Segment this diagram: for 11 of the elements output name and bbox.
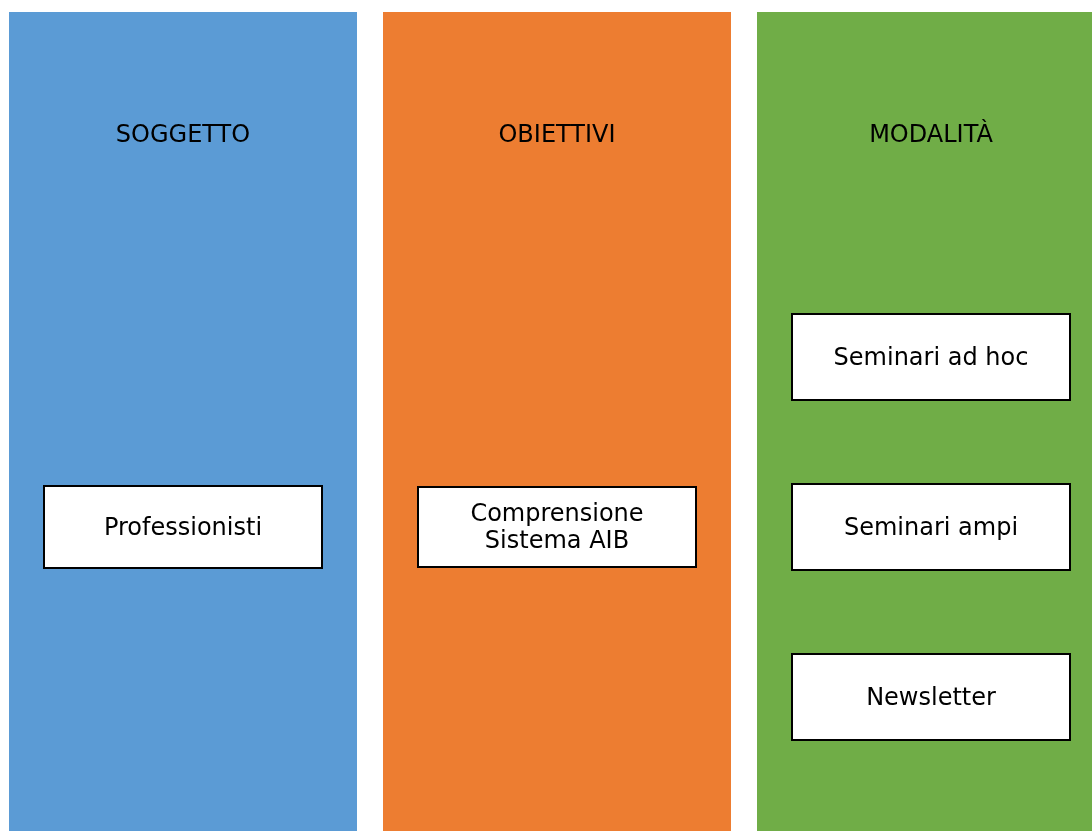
- column-heading: SOGGETTO: [115, 120, 251, 148]
- text-box: Seminari ad hoc: [791, 313, 1071, 401]
- column-heading: OBIETTIVI: [498, 120, 616, 148]
- column-band: [757, 12, 1092, 831]
- column-band: [9, 12, 357, 831]
- column-heading: MODALITÀ: [869, 120, 993, 148]
- text-box: Seminari ampi: [791, 483, 1071, 571]
- text-box: Comprensione Sistema AIB: [417, 486, 697, 568]
- text-box: Newsletter: [791, 653, 1071, 741]
- column-band: [383, 12, 731, 831]
- text-box: Professionisti: [43, 485, 323, 569]
